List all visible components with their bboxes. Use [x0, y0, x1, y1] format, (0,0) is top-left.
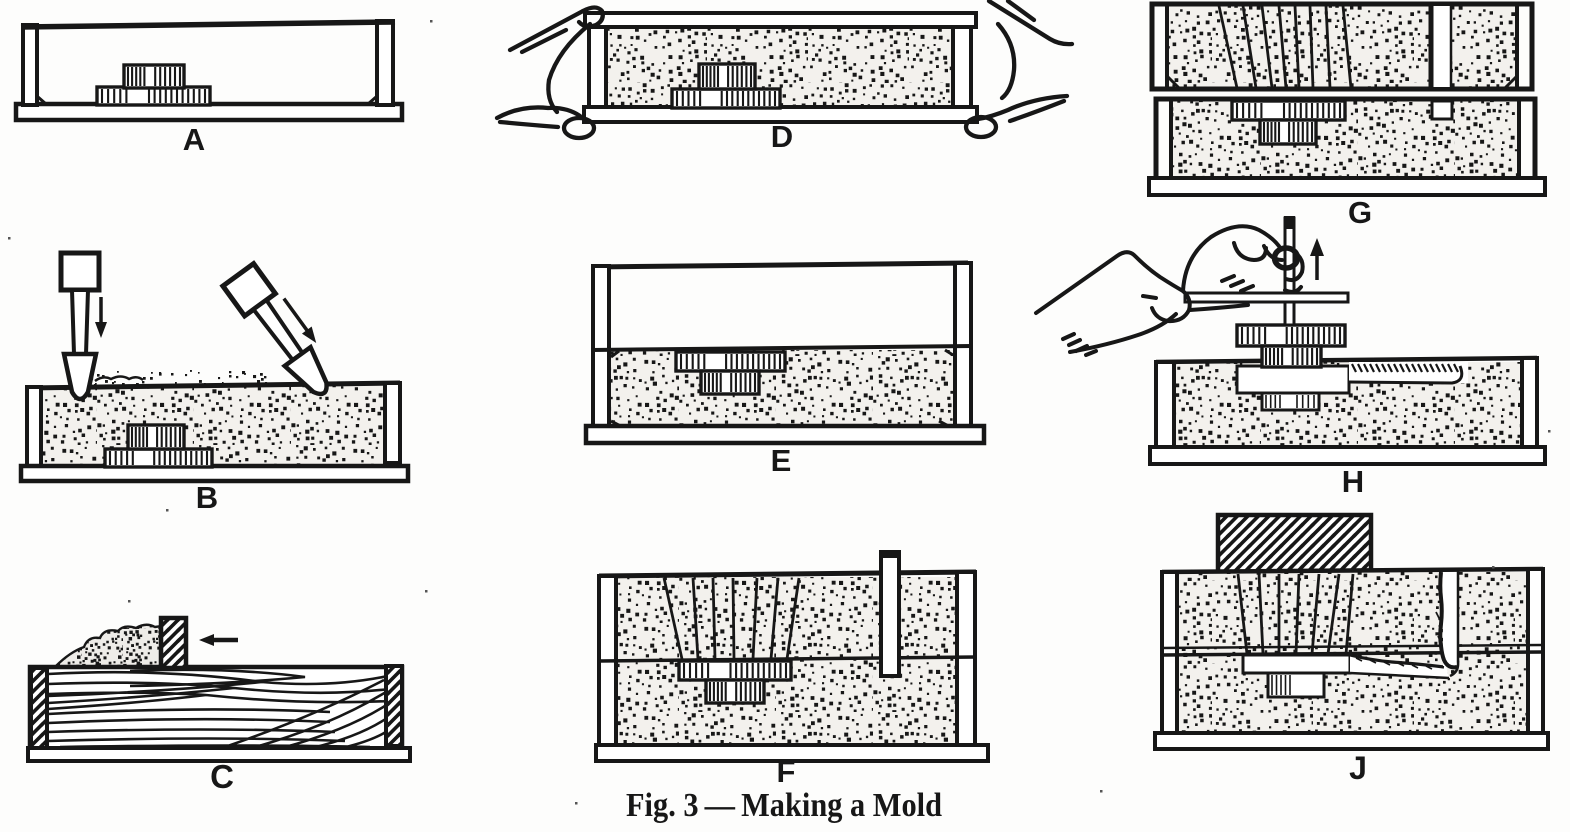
svg-text:D: D — [771, 119, 793, 154]
svg-text:E: E — [771, 443, 792, 478]
svg-text:F: F — [777, 754, 796, 789]
svg-text:G: G — [1348, 195, 1372, 230]
svg-text:J: J — [1349, 750, 1367, 786]
svg-text:C: C — [210, 758, 234, 795]
svg-text:H: H — [1342, 464, 1364, 499]
svg-text:Fig. 3 — Making a Mold: Fig. 3 — Making a Mold — [626, 787, 942, 824]
svg-text:A: A — [183, 122, 205, 157]
svg-text:B: B — [196, 480, 218, 515]
